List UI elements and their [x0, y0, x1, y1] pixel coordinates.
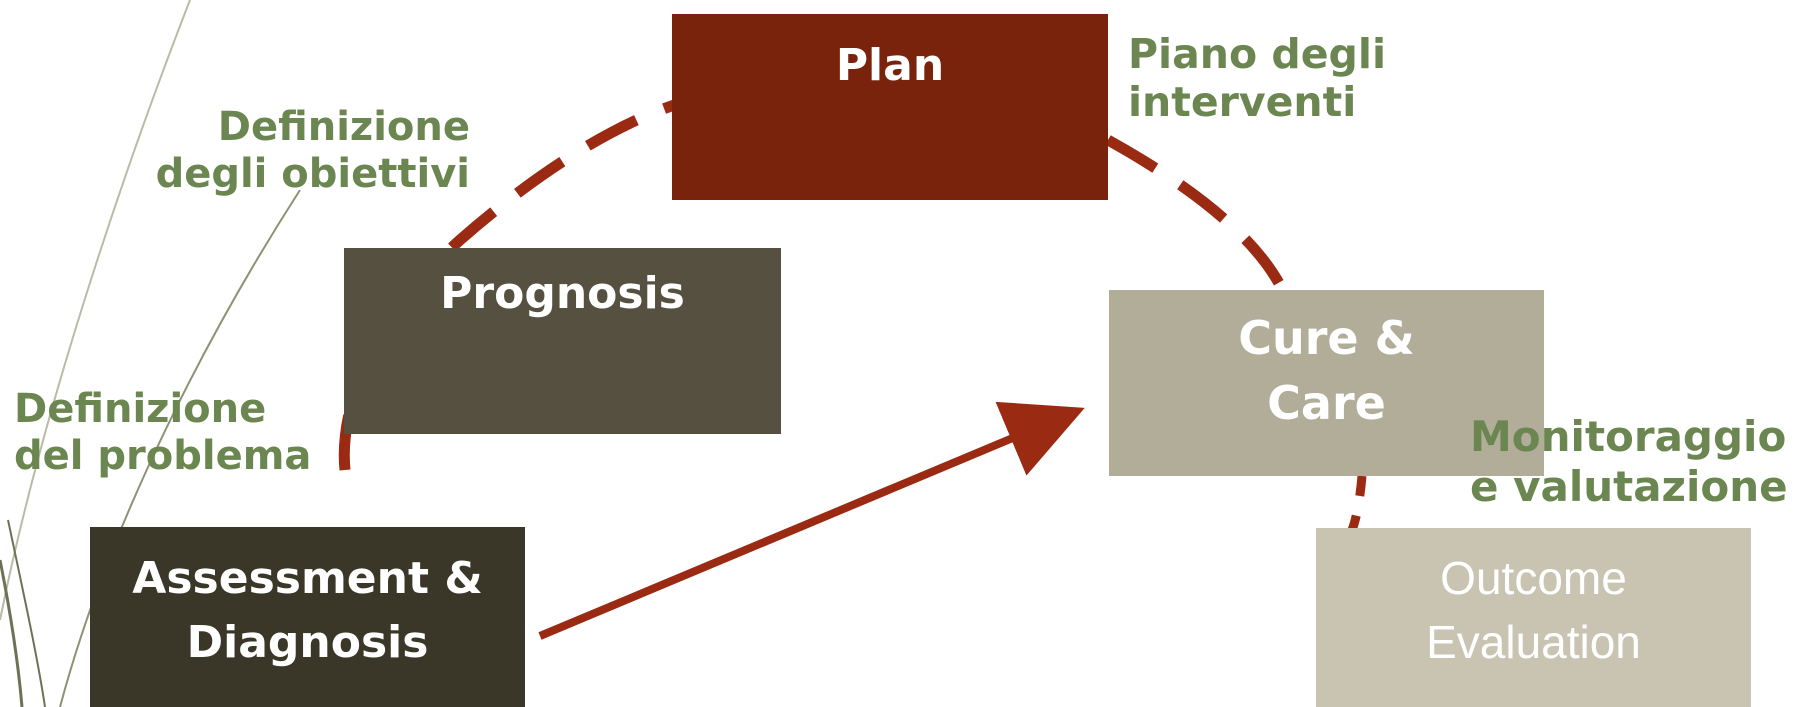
plan-label: Plan: [835, 40, 945, 91]
cycle-arc-right: [1105, 135, 1285, 288]
arrow-assessment-to-cure: [538, 401, 1085, 640]
monitoring-line2: e valutazione: [1470, 461, 1788, 511]
problem-definition-line1: Definizione: [14, 386, 267, 432]
goal-definition-line2: degli obiettivi: [155, 151, 470, 198]
cure-care-label-line1: Cure &: [1238, 311, 1415, 365]
intervention-plan-label: Piano degli interventi: [1128, 30, 1386, 127]
goal-definition-line1: Definizione: [217, 104, 470, 150]
assessment-label-line2: Diagnosis: [186, 616, 429, 668]
cycle-arc-lower-right: [1347, 475, 1367, 532]
decorative-line: [0, 559, 24, 707]
goal-definition-label: Definizione degli obiettivi: [120, 104, 470, 198]
decorative-line: [0, 0, 191, 621]
monitoring-line1: Monitoraggio: [1470, 412, 1787, 461]
outcome-label-line2: Evaluation: [1426, 616, 1641, 669]
cycle-arc-left: [338, 94, 692, 471]
prognosis-label: Prognosis: [440, 268, 685, 319]
cure-care-label-line2: Care: [1267, 376, 1386, 431]
decorative-line: [7, 519, 46, 707]
decorative-line: [59, 189, 301, 707]
outcome-label-line1: Outcome: [1440, 552, 1627, 604]
outcome-evaluation-box: Outcome Evaluation: [1316, 528, 1751, 707]
monitoring-evaluation-label: Monitoraggio e valutazione: [1470, 412, 1805, 511]
assessment-label-line1: Assessment &: [132, 553, 483, 604]
intervention-plan-line1: Piano degli: [1128, 30, 1387, 78]
prognosis-box: Prognosis: [344, 248, 781, 434]
plan-box: Plan: [672, 14, 1108, 200]
cure-care-box: Cure & Care: [1109, 290, 1544, 476]
problem-definition-label: Definizione del problema: [14, 386, 311, 480]
problem-definition-line2: del problema: [14, 433, 312, 480]
intervention-plan-line2: interventi: [1128, 78, 1357, 127]
assessment-diagnosis-box: Assessment & Diagnosis: [90, 527, 525, 707]
